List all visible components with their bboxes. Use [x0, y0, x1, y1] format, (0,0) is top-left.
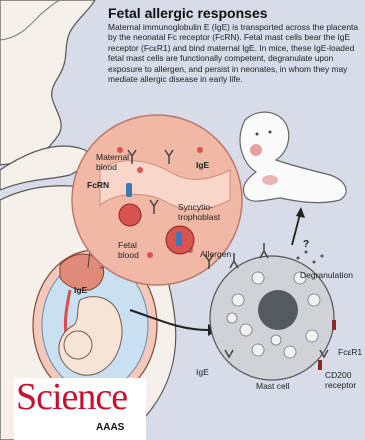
label-ige-placenta: IgE: [196, 160, 210, 170]
mast-cell-illustration: [210, 243, 336, 380]
label-mast-cell: Mast cell: [256, 381, 290, 391]
arrow-up-to-baby: [292, 214, 300, 245]
label-allergen: Allergen: [200, 249, 231, 259]
label-question: ?: [303, 239, 309, 250]
science-logo-word: Science: [16, 373, 127, 421]
placenta-detail: [72, 115, 242, 285]
diagram-title: Fetal allergic responses: [108, 5, 268, 21]
label-fcrn: FcRN: [87, 180, 109, 190]
label-ige-mastcell: IgE: [196, 367, 209, 377]
label-cd200-receptor: CD200receptor: [325, 370, 356, 390]
label-ige-uterus: IgE: [74, 285, 88, 295]
baby-illustration: [240, 112, 346, 202]
label-fcer1: FcεR1: [338, 347, 362, 357]
label-fetal-blood: Fetalblood: [118, 240, 139, 260]
label-degranulation: Degranulation: [300, 270, 353, 280]
aaas-logo-text: AAAS: [96, 422, 124, 433]
arrowhead-up-icon: [296, 207, 305, 218]
diagram-caption: Maternal immunoglobulin E (IgE) is trans…: [108, 22, 358, 84]
